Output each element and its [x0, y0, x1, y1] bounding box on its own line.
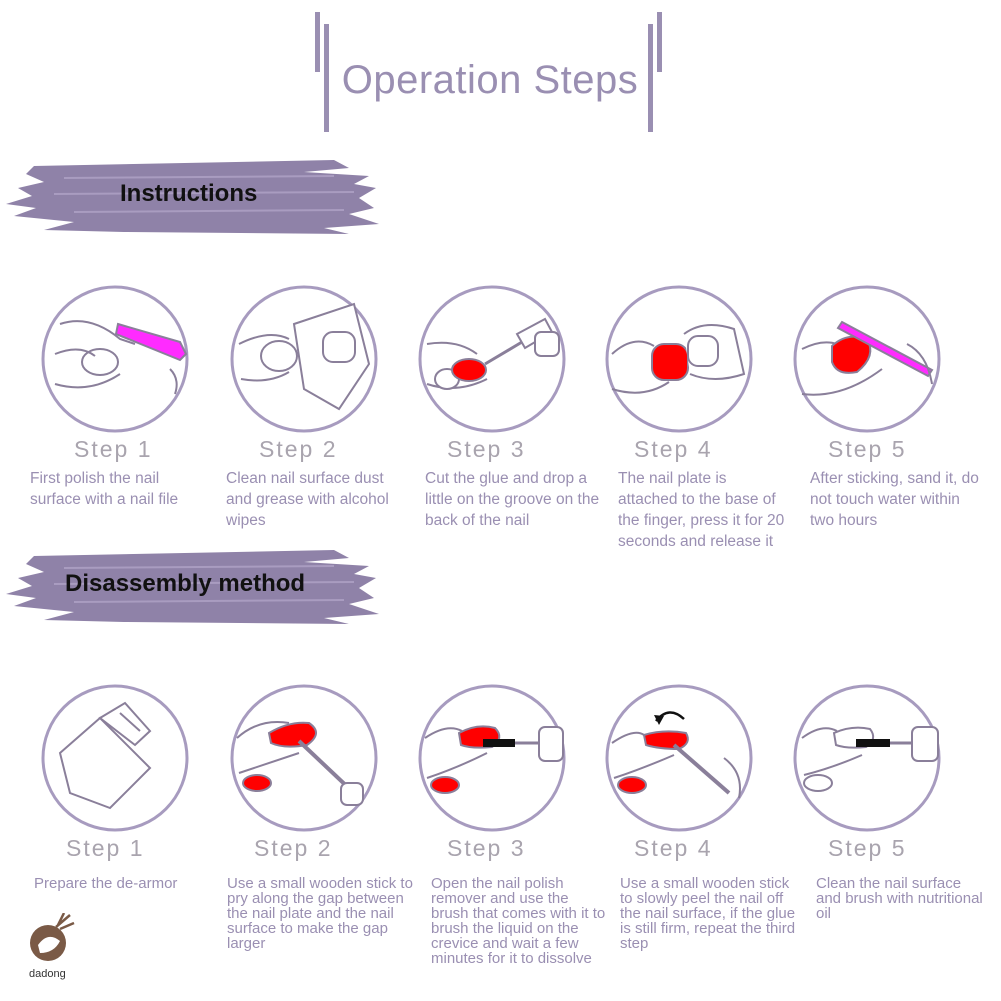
step-label: Step 2: [259, 436, 338, 462]
step-label: Step 4: [634, 436, 713, 462]
step-label: Step 5: [828, 436, 907, 462]
instruction-step-5: Step 5 After sticking, sand it, do not t…: [792, 284, 982, 529]
step-label: Step 2: [254, 835, 333, 861]
title-block: Operation Steps: [312, 12, 668, 132]
glue-drop-illustration: [418, 285, 566, 433]
title-bar-right-top: [657, 12, 662, 72]
disassembly-step-5: Step 5 Clean the nail surface and brush …: [792, 683, 983, 921]
step-description: Clean nail surface dust and grease with …: [226, 470, 389, 529]
nail-file-illustration: [41, 285, 189, 433]
step-label: Step 4: [634, 835, 713, 861]
brand-name: dadong: [29, 968, 66, 980]
step-label: Step 1: [74, 436, 153, 462]
pry-nail-illustration: [230, 684, 378, 832]
instruction-step-4: Step 4 The nail plate is attached to the…: [604, 284, 794, 550]
brand-logo-icon: [30, 913, 75, 961]
step-description: Clean the nail surface and brush with nu…: [816, 875, 983, 922]
section-title-instructions: Instructions: [120, 180, 258, 207]
step-description: Cut the glue and drop a little on the gr…: [425, 470, 600, 529]
step-description: Open the nail polish remover and use the…: [431, 875, 606, 967]
step-description: Use a small wooden stick to slowly peel …: [620, 875, 796, 952]
step-label: Step 3: [447, 436, 526, 462]
nutritional-oil-illustration: [793, 684, 941, 832]
step-label: Step 5: [828, 835, 907, 861]
step-description: Use a small wooden stick to pry along th…: [227, 875, 413, 952]
step-description: Prepare the de-armor: [34, 875, 178, 892]
title-bar-left: [324, 24, 329, 132]
brush-remover-illustration: [418, 684, 566, 832]
disassembly-step-1: Step 1 Prepare the de-armor: [34, 683, 230, 891]
step-description: First polish the nail surface with a nai…: [30, 470, 179, 508]
instruction-step-1: Step 1 First polish the nail surface wit…: [30, 284, 230, 508]
step-label: Step 3: [447, 835, 526, 861]
instruction-step-3: Step 3 Cut the glue and drop a little on…: [417, 284, 607, 529]
disassembly-step-2: Step 2 Use a small wooden stick to pry a…: [227, 683, 419, 951]
step-description: After sticking, sand it, do not touch wa…: [810, 470, 979, 529]
step-label: Step 1: [66, 835, 145, 861]
sand-nail-illustration: [793, 285, 941, 433]
page-title: Operation Steps: [341, 58, 639, 102]
press-nail-illustration: [605, 285, 753, 433]
disassembly-step-4: Step 4 Use a small wooden stick to slowl…: [604, 683, 795, 951]
peel-nail-illustration: [605, 684, 753, 832]
brush-stroke: [6, 160, 379, 234]
title-bar-right: [648, 24, 653, 132]
title-bar-left-top: [315, 12, 320, 72]
instructions-banner: Instructions: [4, 158, 384, 238]
step-description: The nail plate is attached to the base o…: [618, 470, 785, 550]
alcohol-wipe-illustration: [230, 285, 378, 433]
section-title-disassembly: Disassembly method: [65, 570, 306, 597]
remover-bottle-illustration: [41, 684, 189, 832]
disassembly-step-3: Step 3 Open the nail polish remover and …: [417, 683, 607, 966]
instruction-step-2: Step 2 Clean nail surface dust and greas…: [226, 284, 419, 529]
disassembly-banner: Disassembly method: [4, 548, 384, 628]
brush-stroke: [6, 550, 379, 624]
